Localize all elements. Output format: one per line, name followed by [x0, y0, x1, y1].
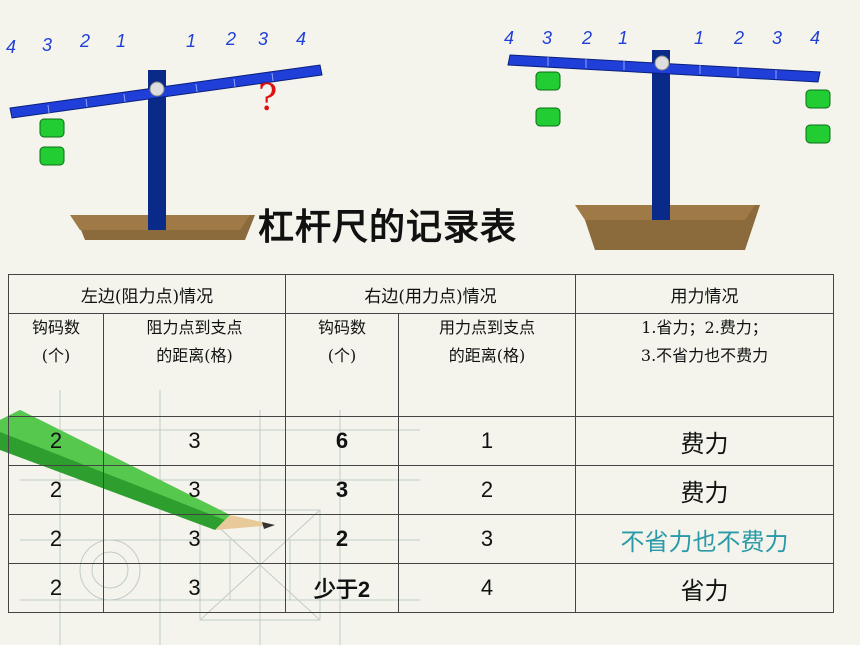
subheader-force-type: 1.省力；2.费力；3.不省力也不费力	[575, 313, 835, 417]
cell-right-weights: 3	[285, 465, 400, 515]
cell-left-weights: 2	[8, 416, 104, 466]
cell-right-distance: 3	[398, 514, 577, 564]
cell-left-weights: 2	[8, 563, 104, 613]
scale-number: 2	[79, 31, 90, 51]
weight-stack-right-right-side	[805, 89, 831, 144]
lever-scale-left-tilted: ? 4 3 2 1 1 2 3 4	[6, 29, 323, 240]
table-row: 2 3 2 3 不省力也不费力	[8, 514, 835, 564]
subheader-right-distance: 用力点到支点的距离(格)	[398, 313, 577, 417]
scale-number: 2	[581, 28, 592, 48]
scale-number: 1	[116, 31, 126, 51]
question-mark-icon: ?	[258, 78, 277, 119]
cell-right-weights: 2	[285, 514, 400, 564]
subheader-right-weights: 钩码数(个)	[285, 313, 400, 417]
cell-force-type: 省力	[575, 563, 835, 613]
header-force-group: 用力情况	[575, 274, 835, 314]
header-right-group: 右边(用力点)情况	[285, 274, 577, 314]
cell-left-weights: 2	[8, 465, 104, 515]
record-table: 左边(阻力点)情况 右边(用力点)情况 用力情况 钩码数(个) 阻力点到支点的距…	[7, 274, 835, 613]
cell-left-weights: 2	[8, 514, 104, 564]
scale-number: 4	[810, 28, 820, 48]
scale-number: 3	[542, 28, 552, 48]
scale-number: 3	[258, 29, 268, 49]
table-row: 2 3 少于2 4 省力	[8, 563, 835, 613]
scale-number: 1	[694, 28, 704, 48]
scale-number: 3	[772, 28, 782, 48]
weight-stack-left	[39, 118, 65, 166]
table-group-header-row: 左边(阻力点)情况 右边(用力点)情况 用力情况	[7, 274, 835, 314]
subheader-left-weights: 钩码数(个)	[8, 313, 104, 417]
subheader-left-distance: 阻力点到支点的距离(格)	[102, 313, 287, 417]
header-left-group: 左边(阻力点)情况	[7, 274, 287, 314]
cell-left-distance: 3	[102, 416, 287, 466]
table-row: 2 3 6 1 费力	[8, 416, 835, 466]
cell-left-distance: 3	[102, 514, 287, 564]
scale-number: 4	[504, 28, 514, 48]
table-sub-header-row: 钩码数(个) 阻力点到支点的距离(格) 钩码数(个) 用力点到支点的距离(格) …	[8, 313, 835, 417]
cell-left-distance: 3	[102, 563, 287, 613]
scale-number: 2	[225, 29, 236, 49]
cell-force-type: 不省力也不费力	[575, 514, 835, 564]
scale-number: 4	[296, 29, 306, 49]
cell-force-type: 费力	[575, 416, 835, 466]
cell-right-weights: 少于2	[285, 563, 400, 613]
scale-number: 1	[618, 28, 628, 48]
cell-left-distance: 3	[102, 465, 287, 515]
lever-scale-right-balanced: 4 3 2 1 1 2 3 4	[504, 28, 831, 250]
cell-right-distance: 1	[398, 416, 577, 466]
cell-force-type: 费力	[575, 465, 835, 515]
scale-number: 1	[186, 31, 196, 51]
weight-stack-right-left-side	[535, 71, 561, 127]
cell-right-distance: 2	[398, 465, 577, 515]
cell-right-weights: 6	[285, 416, 400, 466]
cell-right-distance: 4	[398, 563, 577, 613]
scale-number: 3	[42, 35, 52, 55]
table-row: 2 3 3 2 费力	[8, 465, 835, 515]
page-title: 杠杆尺的记录表	[258, 207, 518, 248]
scale-number: 4	[6, 37, 16, 57]
scale-number: 2	[733, 28, 744, 48]
